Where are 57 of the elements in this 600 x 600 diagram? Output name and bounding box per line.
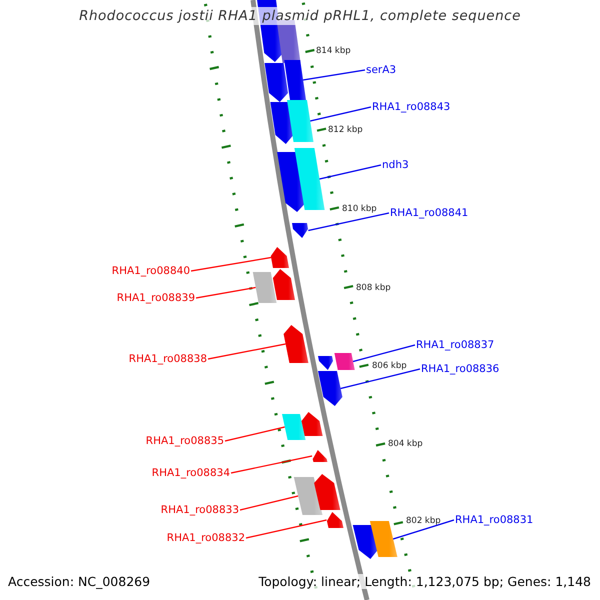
leader-line (230, 455, 312, 474)
gene-box (294, 477, 322, 515)
gene-feature (272, 269, 295, 300)
gene-label: serA3 (366, 64, 396, 76)
gene-label: RHA1_ro08838 (128, 352, 207, 366)
gene-feature (284, 325, 308, 363)
leader-line (190, 256, 272, 272)
gene-feature (277, 152, 306, 212)
leader-line (352, 344, 416, 362)
gene-box (282, 414, 306, 440)
leader-line (302, 69, 366, 81)
gene-label: RHA1_ro08839 (116, 292, 195, 304)
gene-label: RHA1_ro08835 (146, 434, 224, 448)
gene-box (370, 521, 398, 557)
gene-label: RHA1_ro08834 (152, 466, 230, 480)
gene-feature (270, 247, 289, 268)
leader-line (246, 519, 327, 539)
leader-line (340, 368, 420, 390)
gene-feature (270, 102, 294, 144)
leader-line (196, 286, 256, 299)
gene-label: RHA1_ro08841 (390, 206, 468, 220)
sequence-info-text: Topology: linear; Length: 1,123,075 bp; Genes: 1,148 (258, 574, 591, 589)
gene-feature (292, 223, 308, 238)
leader-line (319, 164, 382, 180)
gene-label: RHA1_ro08831 (455, 514, 534, 526)
gene-label: RHA1_ro08833 (160, 504, 239, 516)
leader-line (392, 519, 454, 540)
gene-feature (312, 450, 328, 462)
accession-text: Accession: NC_008269 (8, 574, 150, 589)
gene-box (287, 100, 314, 142)
scale-label: 810 kbp (342, 204, 377, 214)
leader-line (308, 212, 390, 232)
gene-label: RHA1_ro08843 (372, 100, 450, 114)
gene-label: RHA1_ro08832 (166, 532, 245, 544)
scale-label: 814 kbp (316, 46, 351, 56)
scale-label: 802 kbp (406, 516, 441, 526)
scale-label: 808 kbp (356, 283, 391, 293)
leader-line (240, 495, 298, 511)
gene-feature (326, 512, 344, 528)
gene-label: RHA1_ro08836 (421, 362, 500, 376)
gene-box (334, 353, 355, 370)
leader-line (208, 343, 286, 360)
gene-feature (314, 474, 340, 510)
gene-label: ndh3 (382, 158, 409, 172)
gene-box (294, 148, 325, 210)
scale-label: 804 kbp (388, 439, 423, 449)
gene-box (252, 272, 277, 303)
gene-label: RHA1_ro08840 (112, 264, 190, 278)
leader-line (310, 106, 372, 122)
leader-line (224, 426, 285, 442)
gene-feature (352, 525, 378, 559)
gene-label: RHA1_ro08837 (416, 338, 494, 352)
scale-label: 806 kbp (372, 361, 407, 371)
gene-box (284, 60, 306, 100)
scale-label: 812 kbp (328, 125, 363, 135)
gene-feature (264, 63, 288, 102)
gene-feature (302, 412, 323, 436)
